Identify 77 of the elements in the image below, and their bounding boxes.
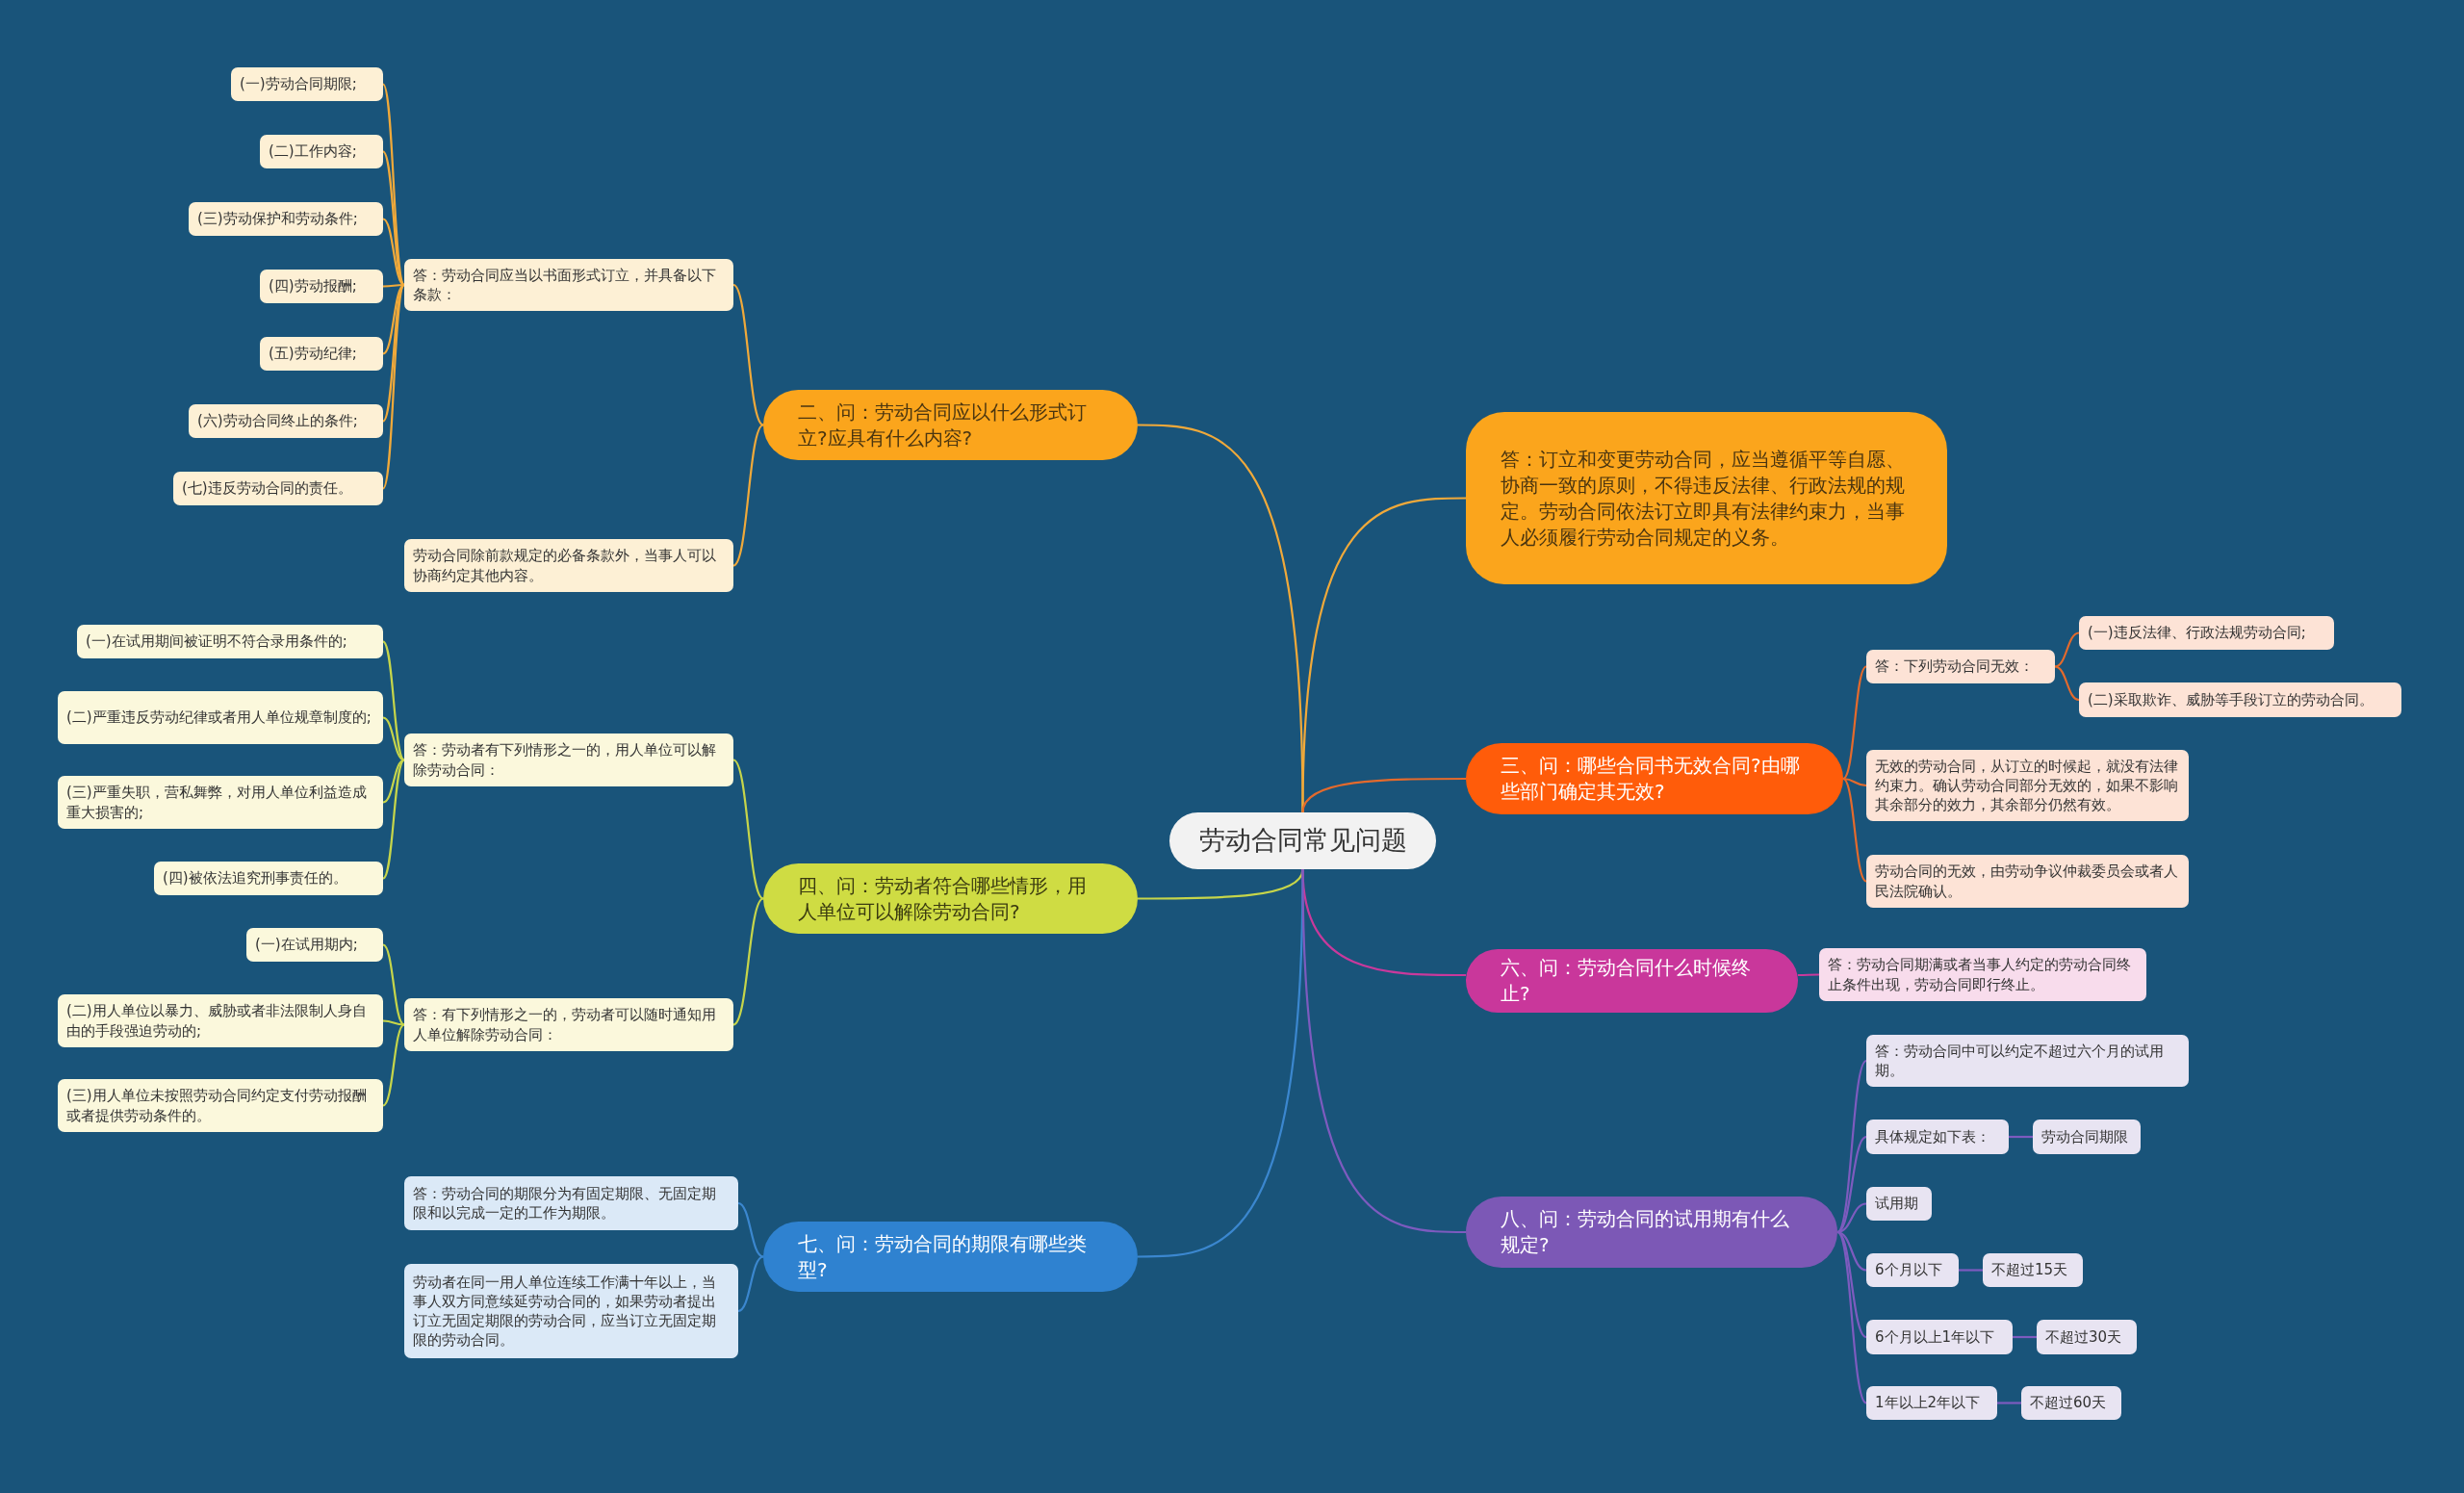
connector-line [1798, 973, 1819, 977]
connector-line [382, 1023, 405, 1107]
connector-line [1959, 1269, 1983, 1272]
subtopic-box: (二)采取欺诈、威胁等手段订立的劳动合同。 [2079, 682, 2401, 717]
subtopic-box: 答：下列劳动合同无效： [1866, 650, 2055, 683]
subtopic-box: (三)用人单位未按照劳动合同约定支付劳动报酬或者提供劳动条件的。 [58, 1079, 383, 1132]
subtopic-box: (一)在试用期间被证明不符合录用条件的; [77, 625, 383, 658]
connector-line [382, 759, 405, 880]
subtopic-box: 劳动合同除前款规定的必备条款外，当事人可以协商约定其他内容。 [404, 539, 733, 592]
connector-line [382, 284, 405, 490]
subtopic-box: 不超过30天 [2037, 1320, 2137, 1354]
subtopic-box: 答：劳动合同应当以书面形式订立，并具备以下条款： [404, 259, 733, 311]
topic-pill: 七、问：劳动合同的期限有哪些类型? [763, 1222, 1138, 1292]
subtopic-box: (四)被依法追究刑事责任的。 [154, 862, 383, 895]
connector-line [1842, 665, 1867, 780]
subtopic-box: 答：劳动合同期满或者当事人约定的劳动合同终止条件出现，劳动合同即行终止。 [1819, 948, 2146, 1001]
connector-line [1301, 497, 1466, 813]
connector-line [382, 640, 405, 761]
connector-line [382, 284, 405, 355]
subtopic-box: 劳动合同期限 [2033, 1120, 2141, 1154]
connector-line [2013, 1335, 2037, 1339]
connector-line [382, 943, 405, 1026]
connector-line [2054, 631, 2080, 668]
subtopic-box: (四)劳动报酬; [260, 270, 383, 303]
connector-line [2009, 1135, 2033, 1139]
subtopic-box: 试用期 [1866, 1187, 1932, 1221]
subtopic-box: 无效的劳动合同，从订立的时候起，就没有法律约束力。确认劳动合同部分无效的，如果不影响其余部分的效力，其余部分仍然有效。 [1866, 750, 2189, 821]
topic-pill: 六、问：劳动合同什么时候终止? [1466, 949, 1798, 1013]
topic-pill: 三、问：哪些合同书无效合同?由哪些部门确定其无效? [1466, 743, 1843, 814]
subtopic-box: 答：劳动合同中可以约定不超过六个月的试用期。 [1866, 1035, 2189, 1087]
connector-line [382, 218, 405, 286]
connector-line [382, 284, 405, 423]
subtopic-box: (二)严重违反劳动纪律或者用人单位规章制度的; [58, 691, 383, 744]
subtopic-box: (三)严重失职，营私舞弊，对用人单位利益造成重大损害的; [58, 776, 383, 829]
subtopic-box: (七)违反劳动合同的责任。 [173, 472, 383, 505]
subtopic-box: 1年以上2年以下 [1866, 1386, 1997, 1420]
topic-pill: 四、问：劳动者符合哪些情形，用人单位可以解除劳动合同? [763, 863, 1138, 934]
subtopic-box: 具体规定如下表： [1866, 1120, 2009, 1154]
subtopic-box: (一)在试用期内; [246, 928, 383, 962]
connector-line [382, 83, 405, 286]
subtopic-box: 不超过15天 [1983, 1253, 2083, 1287]
subtopic-box: (六)劳动合同终止的条件; [189, 404, 383, 438]
topic-pill: 二、问：劳动合同应以什么形式订立?应具有什么内容? [763, 390, 1138, 460]
connector-line [1997, 1402, 2021, 1404]
connector-line [1301, 777, 1466, 813]
subtopic-box: (一)劳动合同期限; [231, 67, 383, 101]
topic-pill: 答：订立和变更劳动合同，应当遵循平等自愿、协商一致的原则，不得违反法律、行政法规的规定。劳动合同依法订立即具有法律约束力，当事人必须履行劳动合同规定的义务。 [1466, 412, 1947, 584]
connector-line [2054, 665, 2080, 702]
connector-line [732, 759, 764, 900]
connector-line [1836, 1231, 1867, 1404]
connector-line [382, 759, 405, 804]
connector-line [732, 424, 764, 567]
topic-pill: 八、问：劳动合同的试用期有什么规定? [1466, 1197, 1837, 1268]
subtopic-box: (二)工作内容; [260, 135, 383, 168]
subtopic-box: 不超过60天 [2021, 1386, 2121, 1420]
connector-line [383, 283, 404, 288]
subtopic-box: 答：劳动者有下列情形之一的，用人单位可以解除劳动合同： [404, 734, 733, 786]
subtopic-box: (一)违反法律、行政法规劳动合同; [2079, 616, 2334, 650]
subtopic-box: 答：劳动合同的期限分为有固定期限、无固定期限和以完成一定的工作为期限。 [404, 1176, 738, 1230]
connector-line [1842, 778, 1867, 883]
connector-line [1301, 868, 1466, 1234]
connector-line [1842, 777, 1867, 787]
central-topic: 劳动合同常见问题 [1169, 812, 1436, 869]
connector-line [382, 1019, 405, 1026]
subtopic-box: (五)劳动纪律; [260, 337, 383, 371]
subtopic-box: 劳动者在同一用人单位连续工作满十年以上，当事人双方同意续延劳动合同的，如果劳动者提出订立无固定期限的劳动合同，应当订立无固定期限的劳动合同。 [404, 1264, 738, 1358]
subtopic-box: (三)劳动保护和劳动条件; [189, 202, 383, 236]
connector-line [732, 897, 764, 1026]
connector-line [382, 716, 405, 761]
subtopic-box: 6个月以下 [1866, 1253, 1959, 1287]
subtopic-box: 答：有下列情形之一的，劳动者可以随时通知用人单位解除劳动合同： [404, 998, 733, 1051]
connector-line [737, 1201, 764, 1258]
connector-line [732, 284, 764, 426]
subtopic-box: 劳动合同的无效，由劳动争议仲裁委员会或者人民法院确认。 [1866, 855, 2189, 908]
connector-line [737, 1255, 764, 1313]
subtopic-box: (二)用人单位以暴力、威胁或者非法限制人身自由的手段强迫劳动的; [58, 994, 383, 1047]
subtopic-box: 6个月以上1年以下 [1866, 1320, 2013, 1354]
